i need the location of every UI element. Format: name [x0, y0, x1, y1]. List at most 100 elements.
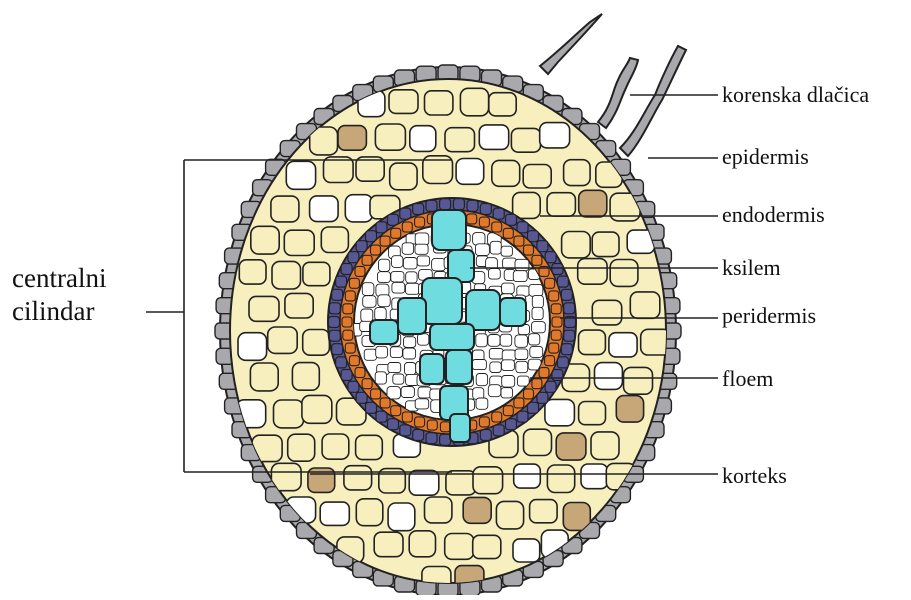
pericycle-cell [479, 217, 489, 227]
stele-cell [476, 244, 490, 256]
cortex-cell [496, 501, 523, 529]
stele-cell [502, 283, 515, 294]
stele-cell [402, 243, 414, 255]
stele-cell [404, 337, 416, 348]
stele-cell [417, 256, 429, 266]
label-korteks: korteks [722, 465, 787, 487]
cortex-cell [514, 464, 541, 488]
cortex-cell [344, 466, 372, 490]
cortex-cell [463, 497, 491, 523]
pericycle-cell [391, 406, 401, 416]
stele-cell [473, 233, 485, 246]
pericycle-cell [549, 291, 559, 301]
pericycle-cell [492, 222, 502, 232]
pericycle-cell [349, 278, 359, 288]
cortex-cell [513, 192, 541, 218]
stele-cell [379, 259, 390, 271]
pericycle-cell [479, 417, 489, 427]
pericycle-cell [492, 412, 502, 422]
stele-cell [363, 296, 376, 308]
stele-cell [387, 387, 401, 399]
endodermis-cell [552, 370, 563, 381]
cortex-cell [238, 333, 267, 361]
endodermis-cell [329, 330, 340, 341]
cortex-cell [616, 396, 643, 423]
stele-cell [390, 347, 402, 358]
cortex-cell [556, 433, 586, 460]
cortex-cell [284, 230, 314, 255]
cortex-cell [592, 300, 621, 325]
label-centralni-cilindar-line2: cilindar [12, 295, 106, 328]
stele-cell [515, 259, 529, 270]
stele-cell [532, 307, 543, 319]
pericycle-cell [545, 278, 555, 288]
pericycle-cell [514, 398, 524, 408]
stele-cell [490, 241, 501, 254]
cortex-cell [390, 163, 417, 190]
endodermis-cell [341, 264, 352, 275]
stele-cell [393, 374, 404, 384]
stele-cell [418, 387, 431, 398]
label-epidermis: epidermis [722, 146, 809, 168]
pericycle-cell [545, 356, 555, 366]
stele-cell [529, 334, 540, 345]
cortex-cell [274, 400, 304, 428]
endodermis-cell [336, 357, 347, 368]
pericycle-cell [539, 368, 549, 378]
pericycle-cell [343, 304, 353, 314]
stele-cell [432, 258, 446, 270]
stele-cell [418, 334, 429, 346]
cortex-cell [272, 261, 301, 289]
endodermis-cell [332, 289, 343, 300]
endodermis-cell [400, 208, 411, 219]
cortex-cell [320, 502, 349, 525]
cortex-cell [547, 465, 574, 493]
label-korenska-dlacica: korenska dlačica [722, 84, 869, 106]
pericycle-cell [551, 330, 561, 340]
stele-cell [392, 256, 403, 268]
stele-cell [532, 295, 543, 308]
cortex-cell [592, 232, 619, 257]
endodermis-cell [400, 425, 411, 436]
cortex-cell [492, 160, 520, 186]
cortex-cell [268, 327, 298, 353]
cortex-cell [579, 330, 606, 355]
stele-cell [490, 362, 501, 373]
cortex-cell [338, 126, 366, 151]
stele-cell [502, 360, 515, 371]
cortex-cell [425, 91, 453, 115]
stele-cell [392, 282, 405, 293]
endodermis-cell [332, 344, 343, 355]
stele-cell [375, 372, 386, 384]
cortex-cell [388, 503, 415, 531]
cortex-cell [579, 190, 607, 217]
pericycle-cell [345, 343, 355, 353]
cortex-cell [578, 259, 607, 285]
pericycle-cell [427, 420, 437, 430]
endodermis-cell [453, 199, 464, 210]
pericycle-cell [355, 266, 365, 276]
endodermis-cell [426, 433, 437, 444]
cortex-cell [624, 367, 653, 394]
pericycle-cell [551, 304, 561, 314]
stele-cell [364, 349, 376, 360]
stele-cell [515, 349, 528, 360]
cortex-cell [610, 260, 638, 287]
stele-cell [516, 361, 528, 372]
pericycle-cell [415, 417, 425, 427]
endodermis-cell [493, 425, 504, 436]
stele-cell [401, 387, 414, 398]
pericycle-cell [343, 330, 353, 340]
stele-cell [376, 346, 388, 358]
cortex-cell [579, 402, 606, 425]
endodermis-cell [440, 434, 451, 445]
stele-cell [476, 334, 488, 347]
cortex-cell [249, 296, 279, 321]
stele-cell [375, 308, 387, 321]
endodermis-cell [480, 430, 491, 441]
endodermis-cell [329, 317, 340, 328]
cortex-cell [322, 434, 349, 459]
stele-cell [529, 284, 543, 296]
cortex-cell [239, 260, 266, 284]
cortex-cell [251, 226, 279, 254]
